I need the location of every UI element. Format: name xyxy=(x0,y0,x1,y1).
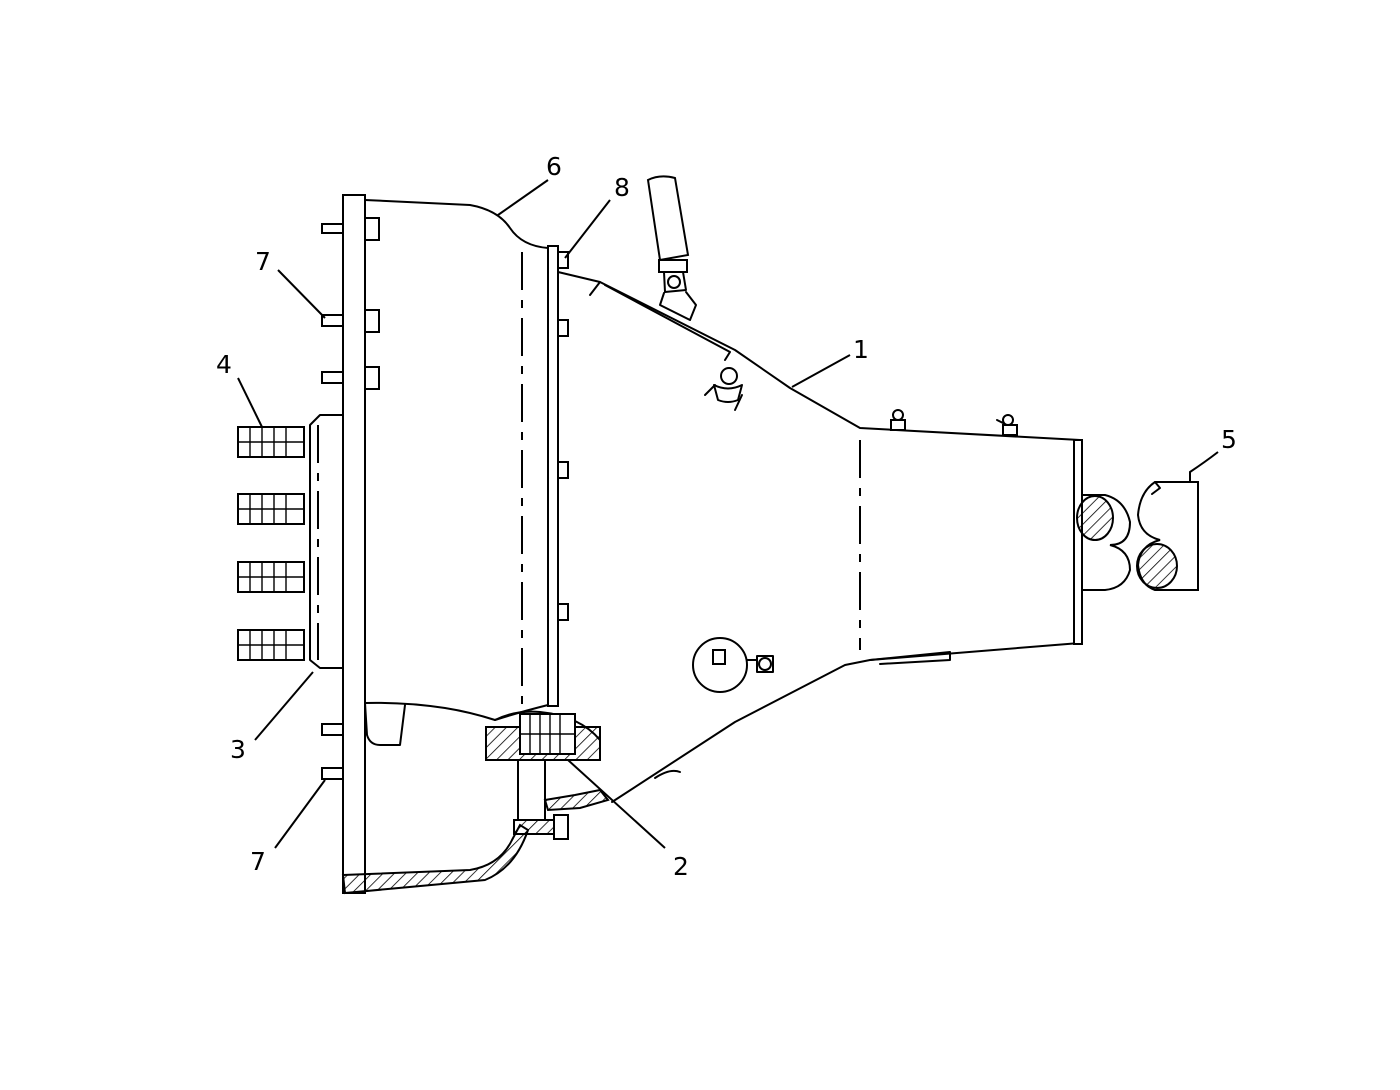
bolt-lower-1 xyxy=(321,723,344,736)
housing-bolts xyxy=(321,217,569,780)
clutch-discs xyxy=(237,426,305,661)
callout-4: 4 xyxy=(216,350,232,379)
callout-1: 1 xyxy=(853,335,869,364)
bolt-lower-2 xyxy=(321,767,344,780)
bolt-upper-3 xyxy=(321,366,380,390)
clutch-disc-4 xyxy=(237,629,305,661)
grease-fitting-2 xyxy=(996,414,1018,436)
callout-6: 6 xyxy=(546,152,562,181)
transmission-case xyxy=(557,271,1083,803)
clutch-disc-1 xyxy=(237,426,305,458)
filler-cap xyxy=(704,367,743,411)
bolt-upper-2 xyxy=(321,309,380,333)
callout-3: 3 xyxy=(230,735,246,764)
callout-leaders xyxy=(237,179,1219,849)
callout-8: 8 xyxy=(614,173,630,202)
gear-assembly xyxy=(485,710,610,840)
bolt-upper-1 xyxy=(321,217,380,241)
dipstick-boss xyxy=(692,637,774,693)
grease-fitting-1 xyxy=(890,409,906,431)
clutch-hub xyxy=(309,414,344,669)
flywheel-housing xyxy=(341,194,559,895)
callout-7-upper: 7 xyxy=(255,247,271,276)
callout-5: 5 xyxy=(1221,425,1237,454)
clutch-disc-3 xyxy=(237,561,305,593)
callout-labels: 1 2 3 4 5 6 7 7 8 xyxy=(216,152,1237,881)
callout-7-lower: 7 xyxy=(250,847,266,876)
flange-bolts xyxy=(557,251,569,621)
output-coupling xyxy=(1076,481,1199,591)
callout-2: 2 xyxy=(673,852,689,881)
clutch-disc-2 xyxy=(237,493,305,525)
shift-lever xyxy=(646,175,697,321)
